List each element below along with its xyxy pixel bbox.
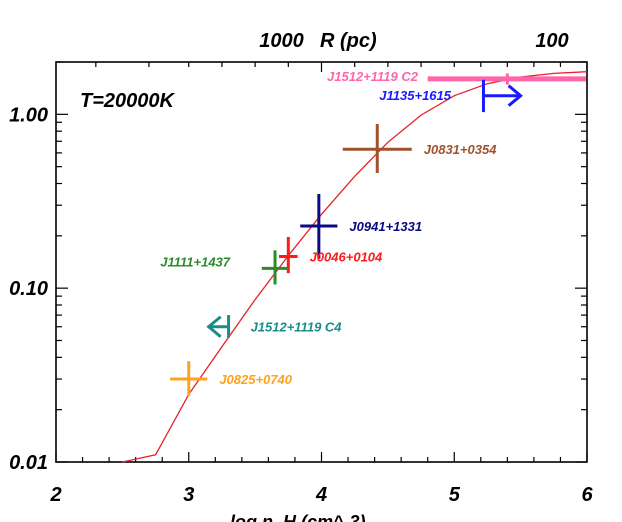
point-label: J0046+0104: [310, 250, 383, 265]
labels-layer: J1512+1119 C2 J1135+1615J0831+0354J0941+1…: [160, 69, 497, 387]
x-tick-label: 3: [183, 484, 194, 506]
top-axis-label: R (pc): [320, 30, 377, 52]
x-axis-label: log n_H (cm^-3): [230, 512, 366, 522]
data-point: [170, 361, 208, 396]
point-label: J1512+1119 C4: [251, 320, 343, 335]
x-tick-label: 6: [581, 484, 593, 506]
point-label: J1512+1119 C2: [327, 69, 419, 84]
data-point: [427, 73, 586, 85]
x-tick-label: 4: [315, 484, 327, 506]
x-tick-label: 5: [449, 484, 461, 506]
axis-ticks: 2 3 4 5 6 1000 100 0.01 0.10 1.00: [9, 30, 593, 506]
data-point: [261, 250, 289, 285]
data-point: [206, 315, 231, 338]
point-label: J1111+1437: [160, 254, 231, 269]
top-tick-label: 100: [535, 30, 568, 52]
point-label: J0831+0354: [424, 142, 497, 157]
points-layer: [170, 73, 586, 396]
point-label: J1135+1615: [379, 88, 451, 103]
y-tick-label: 0.10: [9, 278, 48, 300]
y-tick-label: 1.00: [9, 104, 48, 126]
y-tick-label: 0.01: [9, 452, 48, 474]
temperature-annotation: T=20000K: [80, 90, 176, 112]
limit-arrow-head: [507, 84, 523, 107]
data-point: [481, 79, 523, 113]
point-label: J0825+0740: [219, 372, 292, 387]
data-point: [300, 194, 338, 259]
x-tick-label: 2: [49, 484, 61, 506]
point-label: J0941+1331: [349, 219, 422, 234]
top-tick-label: 1000: [259, 30, 304, 52]
data-point: [342, 123, 412, 173]
limit-arrow-head: [206, 315, 222, 338]
